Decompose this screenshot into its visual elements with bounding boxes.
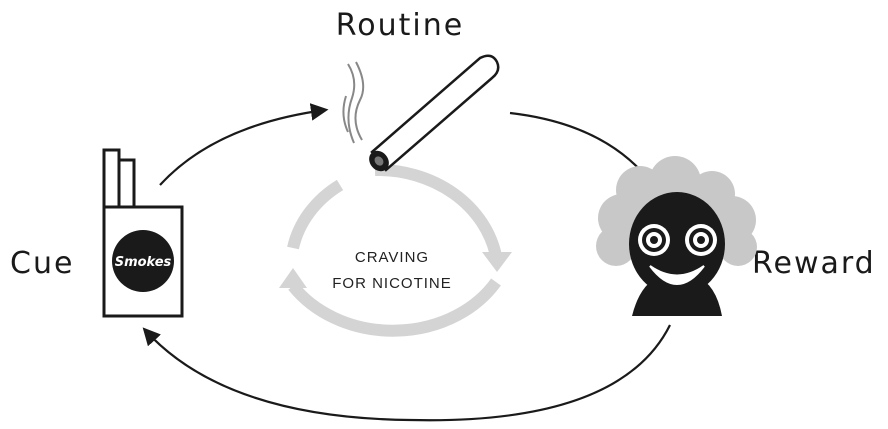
craving-cycle-arrowhead-right	[482, 252, 512, 272]
craving-cycle-left-arc	[293, 185, 340, 248]
smoke-icon	[343, 62, 363, 143]
craving-label-line2: FOR NICOTINE	[332, 275, 452, 292]
craving-label-line1: CRAVING	[355, 249, 429, 266]
left-eye	[638, 224, 670, 256]
pack-brand-text: Smokes	[115, 255, 172, 270]
right-eye	[685, 224, 717, 256]
arrow-cue-to-routine	[160, 110, 325, 185]
routine-label: Routine	[336, 8, 464, 43]
happy-face-icon	[596, 156, 757, 316]
craving-cycle-top-arc	[375, 170, 496, 256]
reward-label: Reward	[752, 246, 876, 281]
cigarette-icon	[365, 56, 498, 175]
cue-label: Cue	[10, 246, 74, 281]
arrow-reward-to-cue	[145, 325, 670, 420]
craving-cycle-arrowhead-left	[279, 268, 307, 288]
